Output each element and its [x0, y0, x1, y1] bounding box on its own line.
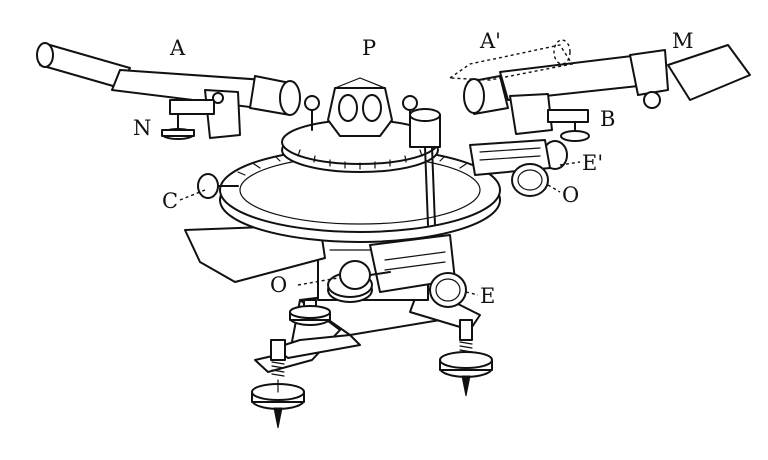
leveling-screw-back	[289, 299, 331, 326]
label-O-right: O	[562, 183, 579, 207]
clamp-O-right	[511, 163, 549, 197]
screw-N	[161, 113, 195, 140]
label-A: A	[169, 36, 186, 60]
label-E: E	[480, 284, 495, 308]
telescope-right	[447, 39, 751, 135]
screw-C	[197, 173, 239, 199]
label-P: P	[362, 36, 376, 60]
screw-B	[560, 121, 590, 142]
divided-circle	[219, 147, 501, 243]
label-B: B	[600, 107, 615, 131]
micrometer-E	[429, 272, 467, 308]
leveling-screw-right	[439, 319, 493, 397]
label-E-prime: E'	[582, 151, 603, 175]
letter-labels: A P A' M N B C E' O O E	[133, 29, 694, 308]
label-O-left: O	[270, 273, 287, 297]
vernier-microscope	[409, 108, 441, 226]
label-M: M	[672, 29, 694, 53]
leveling-screw-front-left	[251, 339, 305, 429]
label-A-prime: A'	[479, 29, 501, 53]
label-C: C	[162, 189, 178, 213]
prism	[327, 77, 393, 137]
leader-lines	[179, 161, 581, 296]
clamp-O-left	[339, 260, 391, 290]
prism-table	[281, 95, 439, 173]
label-N: N	[133, 116, 151, 140]
telescope-left	[36, 42, 301, 139]
